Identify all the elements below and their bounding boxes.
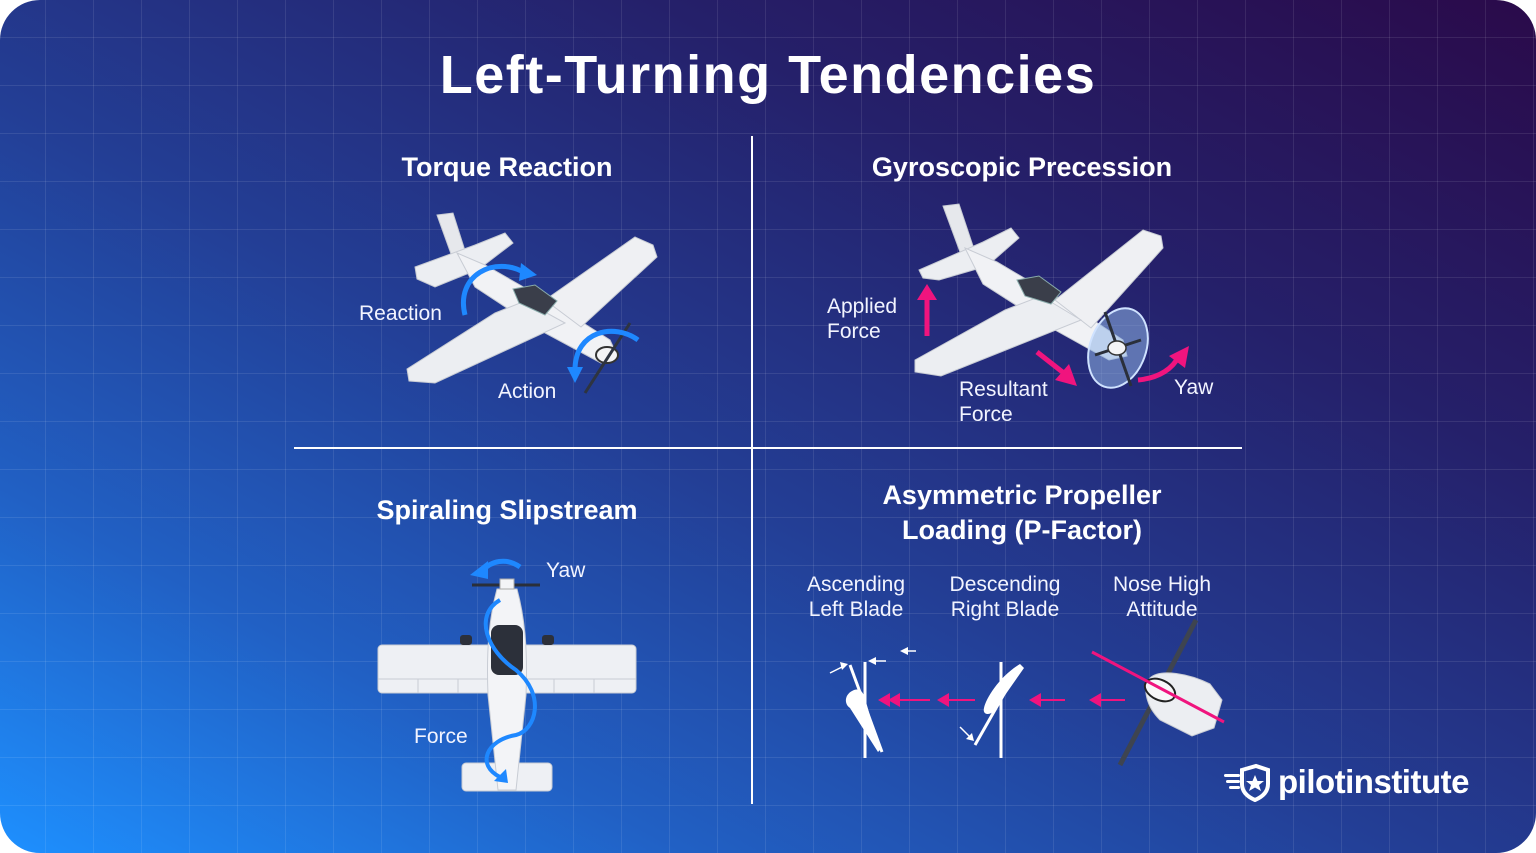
label-nose-high-attitude: Nose High Attitude <box>1112 573 1212 621</box>
label-yaw-gyroscopic: Yaw <box>1174 376 1214 399</box>
logo-text: pilotinstitute <box>1278 763 1469 800</box>
horizontal-divider <box>294 447 1242 449</box>
label-yaw-slipstream: Yaw <box>546 559 586 582</box>
label-applied-force: Applied Force <box>827 295 898 343</box>
torque-airplane-illustration <box>406 212 658 394</box>
pilotinstitute-logo: pilotinstitute <box>1222 762 1469 802</box>
label-action: Action <box>498 380 557 403</box>
section-title-p-factor: Asymmetric Propeller Loading (P-Factor) <box>882 480 1162 545</box>
p-factor-blade-diagram <box>829 618 1225 767</box>
section-title-torque-reaction: Torque Reaction <box>401 152 613 182</box>
page-title: Left-Turning Tendencies <box>439 45 1097 105</box>
gyroscopic-airplane-illustration <box>914 203 1189 389</box>
section-title-spiraling-slipstream: Spiraling Slipstream <box>376 495 638 525</box>
vertical-divider <box>751 136 753 804</box>
section-title-gyroscopic-precession: Gyroscopic Precession <box>871 152 1173 182</box>
slipstream-airplane-illustration <box>377 558 637 792</box>
label-force-slipstream: Force <box>414 725 468 748</box>
label-descending-right-blade: Descending Right Blade <box>949 573 1061 621</box>
label-resultant-force: Resultant Force <box>959 378 1048 426</box>
shield-star-wings-icon <box>1224 763 1270 802</box>
label-ascending-left-blade: Ascending Left Blade <box>806 573 906 621</box>
label-reaction: Reaction <box>359 302 442 325</box>
